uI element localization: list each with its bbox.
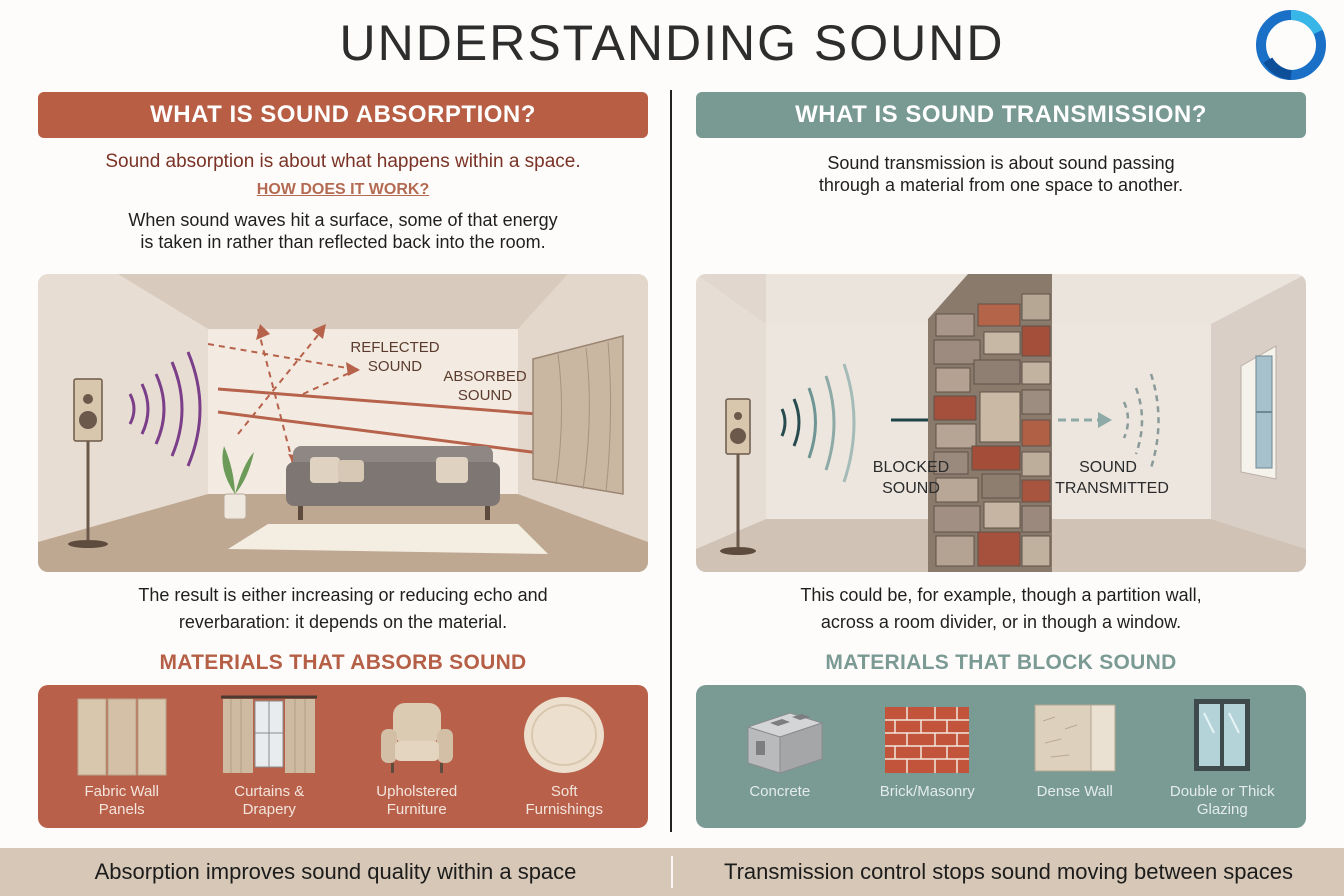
how-does-it-work-heading: HOW DOES IT WORK? — [256, 181, 430, 198]
sound-waves-icon — [128, 351, 202, 467]
transmission-result: This could be, for example, though a par… — [800, 585, 1202, 632]
absorb-materials-panel: Fabric Wall Panels Curtains & Drapery — [38, 685, 648, 828]
absorb-materials-heading: MATERIALS THAT ABSORB SOUND — [159, 651, 527, 674]
block-materials-heading: MATERIALS THAT BLOCK SOUND — [825, 651, 1177, 674]
speaker-icon — [68, 378, 108, 548]
blocked-label-2: SOUND — [882, 480, 940, 497]
armchair-icon — [380, 703, 453, 773]
center-divider — [670, 90, 672, 832]
transmitted-label-2: TRANSMITTED — [1055, 480, 1169, 497]
absorption-result: The result is either increasing or reduc… — [138, 585, 548, 632]
concrete-block-icon — [746, 712, 824, 774]
brand-logo-icon — [1256, 10, 1326, 80]
cushion-icon — [524, 697, 605, 773]
absorption-section: WHAT IS SOUND ABSORPTION? Sound absorpti… — [38, 92, 648, 828]
absorbed-label-2: SOUND — [458, 387, 512, 404]
window-icon — [1240, 345, 1277, 480]
transmission-room-illustration: BLOCKED SOUND SOUND TRANSMITTED — [696, 274, 1306, 572]
blocked-label-1: BLOCKED — [873, 459, 949, 476]
brick-icon — [885, 707, 970, 773]
material-item: Curtains & Drapery — [199, 685, 339, 828]
absorption-room-illustration: REFLECTED SOUND ABSORBED SOUND — [38, 274, 648, 572]
material-item: Dense Wall — [1005, 685, 1145, 828]
material-item: Fabric Wall Panels — [52, 685, 192, 828]
speaker-icon — [720, 398, 756, 555]
page-title: UNDERSTANDING SOUND — [339, 15, 1005, 71]
reflected-label-1: REFLECTED — [350, 339, 439, 356]
footer-absorption-summary: Absorption improves sound quality within… — [94, 859, 577, 884]
stone-wall-icon — [928, 274, 1052, 572]
dense-wall-icon — [1034, 704, 1116, 772]
transmission-section: WHAT IS SOUND TRANSMISSION? Sound transm… — [696, 92, 1306, 828]
footer-transmission-summary: Transmission control stops sound moving … — [723, 859, 1294, 884]
summary-footer: Absorption improves sound quality within… — [0, 848, 1344, 896]
plant-icon — [222, 446, 254, 520]
reflected-label-2: SOUND — [368, 358, 422, 375]
absorption-description: When sound waves hit a surface, some of … — [128, 210, 558, 252]
block-materials-panel: Concrete Brick/Masonry — [696, 685, 1306, 828]
material-item: Brick/Masonry — [857, 685, 997, 828]
transmission-banner: WHAT IS SOUND TRANSMISSION? — [696, 92, 1306, 138]
fabric-panels-icon — [77, 698, 167, 776]
transmission-lead: Sound transmission is about sound passin… — [818, 153, 1184, 195]
curtains-icon — [221, 695, 318, 773]
absorbed-label-1: ABSORBED — [443, 368, 527, 385]
material-item: Soft Furnishings — [494, 685, 634, 828]
material-item: Double or Thick Glazing — [1152, 685, 1292, 828]
absorption-lead: Sound absorption is about what happens w… — [105, 151, 581, 172]
material-item: Upholstered Furniture — [347, 685, 487, 828]
transmitted-label-1: SOUND — [1079, 459, 1137, 476]
sofa-icon — [286, 446, 500, 520]
wall-panel-icon — [532, 335, 624, 495]
sound-waves-icon — [780, 363, 856, 483]
footer-divider — [671, 856, 673, 888]
material-item: Concrete — [710, 685, 850, 828]
absorption-banner: WHAT IS SOUND ABSORPTION? — [38, 92, 648, 138]
window-icon — [1194, 699, 1251, 771]
